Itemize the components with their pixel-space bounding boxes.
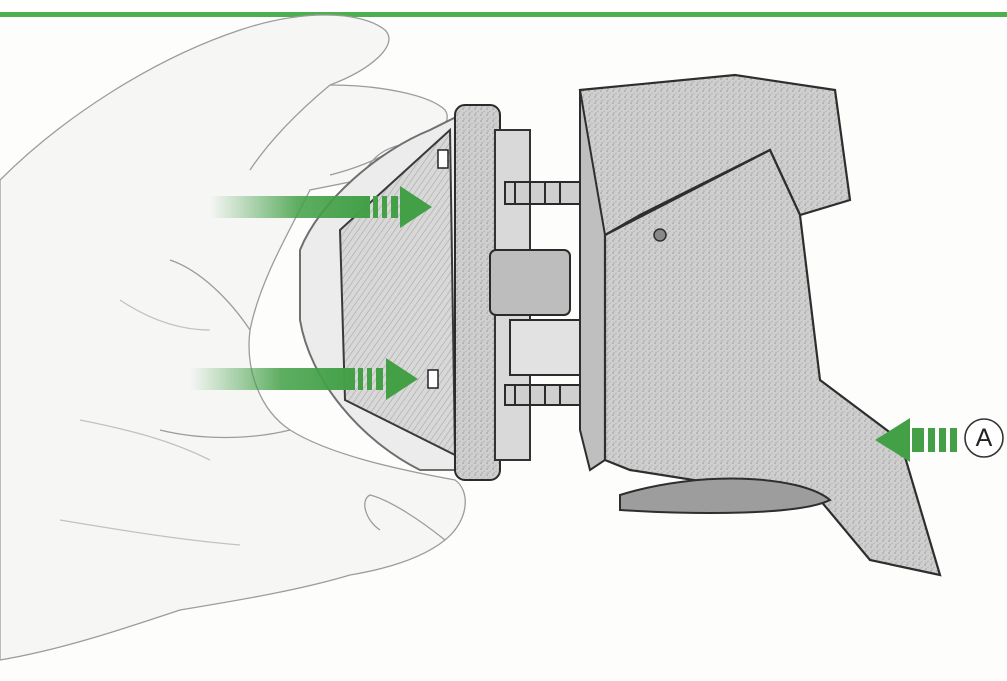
callout-label-a: A bbox=[964, 418, 1004, 458]
mounting-bracket bbox=[580, 75, 940, 575]
